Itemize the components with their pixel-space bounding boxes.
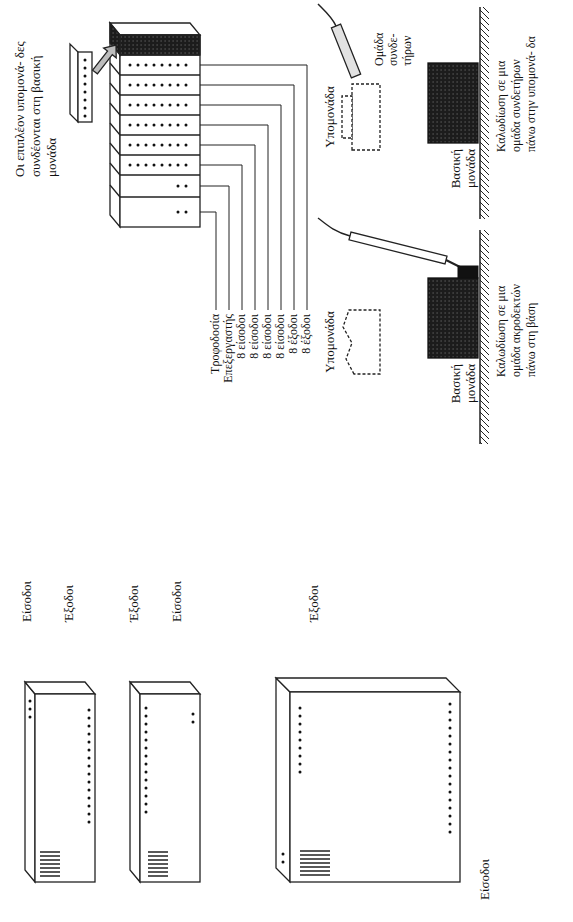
ground-line — [479, 230, 481, 444]
io-label: Είσοδοι — [478, 859, 491, 900]
base-block — [428, 63, 478, 143]
probe-wire — [318, 218, 350, 236]
base-unit: Βασική μονάδα — [428, 63, 478, 207]
plc-side — [25, 682, 95, 694]
plc-front — [290, 692, 460, 882]
terminal-dots — [130, 124, 188, 127]
plc-side — [130, 682, 200, 694]
submodule-outline — [340, 82, 382, 152]
plc-top — [276, 678, 290, 882]
module-label: 8 έξοδοι — [287, 314, 300, 434]
node-heading: Βασική μονάδα — [448, 364, 478, 422]
terminal-dots — [178, 211, 194, 214]
base-block — [428, 63, 478, 143]
terminal-dots — [29, 700, 32, 717]
io-label: Είσοδοι — [20, 581, 33, 622]
base-block — [428, 278, 478, 358]
io-label: Είσοδοι — [170, 581, 183, 622]
vent-slots — [40, 852, 60, 876]
terminal-dots — [178, 185, 194, 188]
module-label: 8 είσοδοι — [261, 314, 274, 434]
plc-front — [35, 694, 95, 882]
note-text: Οι επιπλέον υπομονά- δες συνδέονται στη … — [12, 39, 60, 177]
caption-text: Καλωδίωση σε μια ομάδα ακροδεκτών πάνω σ… — [494, 259, 539, 377]
rack-front — [120, 35, 200, 227]
node-heading: Υπομονάδα — [322, 86, 337, 148]
connector-socket — [342, 96, 352, 138]
terminal-block — [458, 266, 478, 278]
terminal-dots — [130, 64, 188, 67]
terminal-dots — [130, 144, 188, 147]
plc-side — [276, 678, 460, 692]
module-top — [70, 44, 78, 122]
module-label: Τροφοδοσία — [209, 314, 222, 434]
io-label: Έξοδοι — [307, 585, 320, 622]
leader-lines — [200, 65, 307, 310]
connector-cable — [318, 4, 336, 26]
ground-hatch — [480, 230, 489, 444]
base-block — [428, 63, 478, 143]
submodule-outline — [340, 307, 382, 377]
terminal-dots — [299, 700, 302, 772]
submodule-box: Υπομονάδα — [322, 82, 382, 152]
submodule-box: Υπομονάδα — [322, 307, 382, 377]
terminal-dots — [84, 58, 87, 116]
base-block — [428, 278, 478, 358]
vent-slots — [148, 852, 168, 876]
terminal-dots — [130, 104, 188, 107]
submodule-outline — [343, 310, 380, 374]
plc-top — [130, 682, 140, 882]
terminal-dots — [130, 84, 188, 87]
module-label: 8 είσοδοι — [235, 314, 248, 434]
io-label: Έξοδοι — [62, 585, 75, 622]
submodule-outline — [340, 307, 382, 377]
caption-text: Καλωδίωση σε μια ομάδα συνδετήρων πάνω σ… — [494, 34, 539, 152]
terminal-dots — [192, 706, 195, 722]
io-label: Έξοδοι — [127, 585, 140, 622]
base-block — [428, 278, 478, 358]
vent-slots — [300, 851, 330, 875]
probe-body — [349, 232, 447, 264]
submodule-outline — [340, 82, 382, 152]
insert-arrow — [93, 45, 117, 74]
rack-side — [110, 23, 200, 35]
base-unit: Βασική μονάδα — [428, 278, 478, 422]
module-front — [78, 52, 92, 122]
ground-line — [479, 7, 481, 219]
submodule-outline — [352, 84, 380, 150]
node-heading: Υπομονάδα — [322, 311, 337, 373]
terminal-dots — [449, 700, 452, 832]
node-heading: Βασική μονάδα — [448, 149, 478, 207]
connector-plug — [331, 24, 360, 78]
module-label: Επεξεργαστής — [222, 314, 235, 434]
terminal-dots — [282, 846, 285, 862]
terminal-dots — [88, 706, 91, 822]
ground-hatch — [480, 7, 489, 219]
module-label: 8 είσοδοι — [274, 314, 287, 434]
terminal-dots — [145, 706, 148, 812]
module-label: 8 έξοδοι — [300, 314, 313, 434]
terminal-dots — [130, 164, 188, 167]
card-dividers — [110, 55, 200, 197]
plc-top — [25, 682, 35, 882]
plc-front — [140, 694, 200, 882]
empty-slot — [120, 35, 200, 55]
module-label: 8 είσοδοι — [248, 314, 261, 434]
part-label: Ομάδα συνδε- τήρων — [372, 4, 414, 66]
